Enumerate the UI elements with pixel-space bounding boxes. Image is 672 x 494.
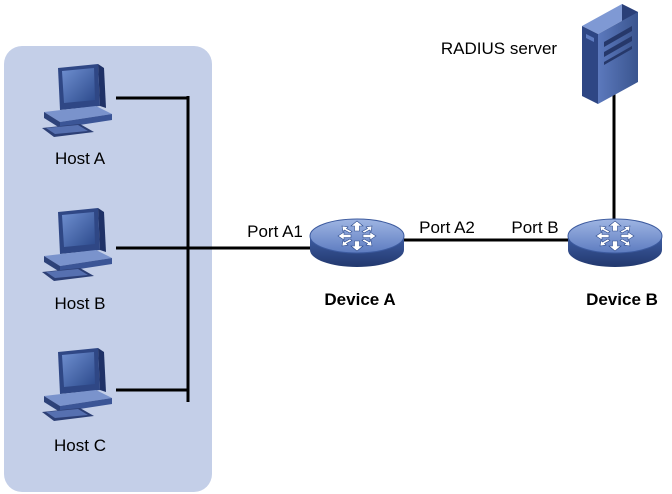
host-group-panel [4,46,212,492]
device-a-label: Device A [324,290,395,309]
host-c-label: Host C [54,436,106,455]
radius-server-label: RADIUS server [441,39,558,58]
radius-server[interactable]: RADIUS server [441,4,638,104]
host-c[interactable]: Host C [42,348,112,455]
network-links [116,92,616,402]
device-a[interactable]: Device A [309,218,405,309]
host-b-label: Host B [54,294,105,313]
port-a1-label: Port A1 [247,222,303,241]
router-switch-icon [567,218,663,268]
router-switch-icon [309,218,405,268]
host-a-label: Host A [55,149,106,168]
host-a[interactable]: Host A [42,64,112,168]
device-b-label: Device B [586,290,658,309]
device-b[interactable]: Device B [567,218,663,309]
port-b-label: Port B [511,218,558,237]
host-b[interactable]: Host B [42,208,112,313]
tower-server-icon [582,4,638,104]
port-a2-label: Port A2 [419,218,475,237]
